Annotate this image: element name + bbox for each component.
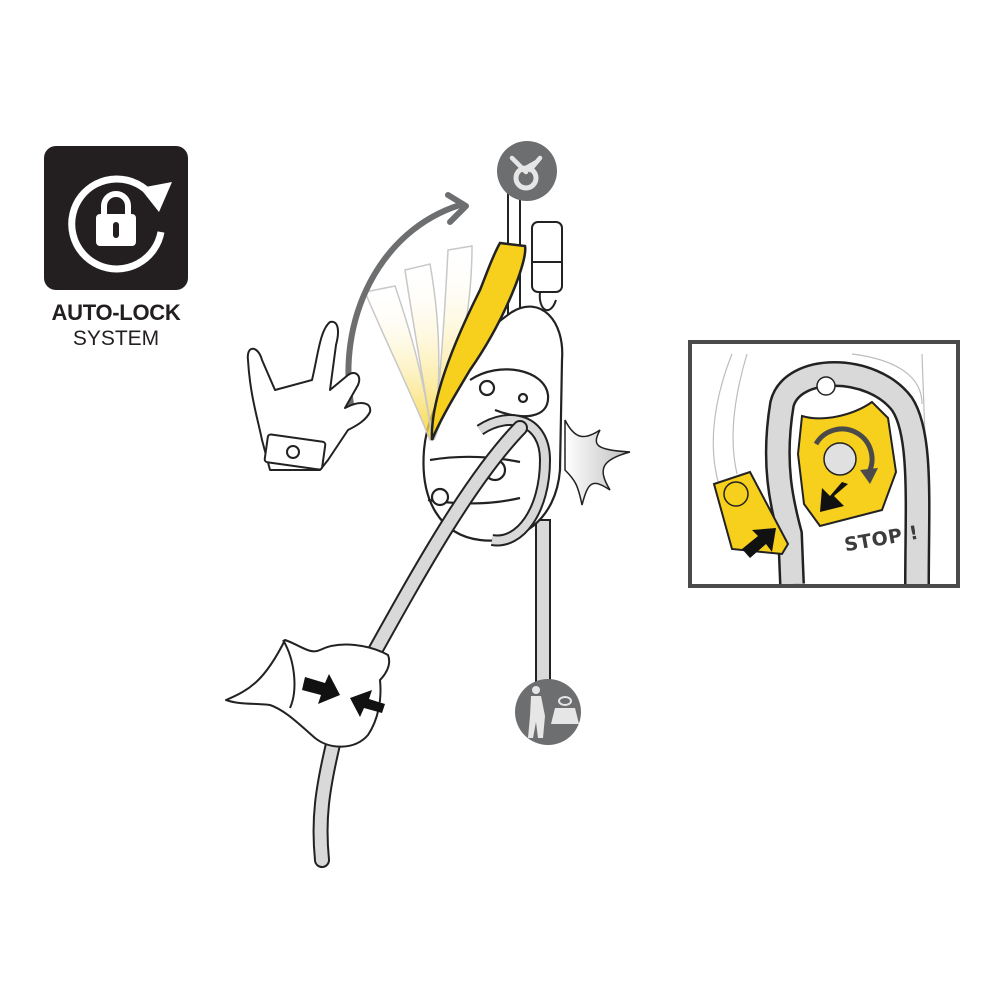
rope-lower <box>312 732 342 868</box>
user-and-load-icon <box>515 679 581 745</box>
badge-title: AUTO-LOCK <box>51 300 181 325</box>
pin-circle <box>816 376 836 396</box>
gripping-hand <box>225 639 391 748</box>
badge-subtitle: SYSTEM <box>72 327 160 350</box>
belay-device-body <box>422 305 564 547</box>
yellow-lever <box>712 470 790 558</box>
yellow-handle <box>430 241 527 441</box>
open-hand <box>246 320 372 471</box>
rope-to-load <box>535 519 551 691</box>
padlock-icon <box>96 191 136 246</box>
yellow-cam <box>796 400 898 528</box>
anchor-icon <box>497 141 557 201</box>
rope-loop <box>764 361 931 584</box>
impact-burst-icon <box>564 419 631 506</box>
cam-detail-inset: STOP ! <box>688 340 960 588</box>
auto-lock-badge <box>44 146 188 290</box>
rope-brake-strand <box>362 420 528 668</box>
auto-lock-icon <box>68 175 172 273</box>
squeeze-arrows-icon <box>302 674 385 717</box>
handle-motion-ghosts <box>363 245 473 441</box>
